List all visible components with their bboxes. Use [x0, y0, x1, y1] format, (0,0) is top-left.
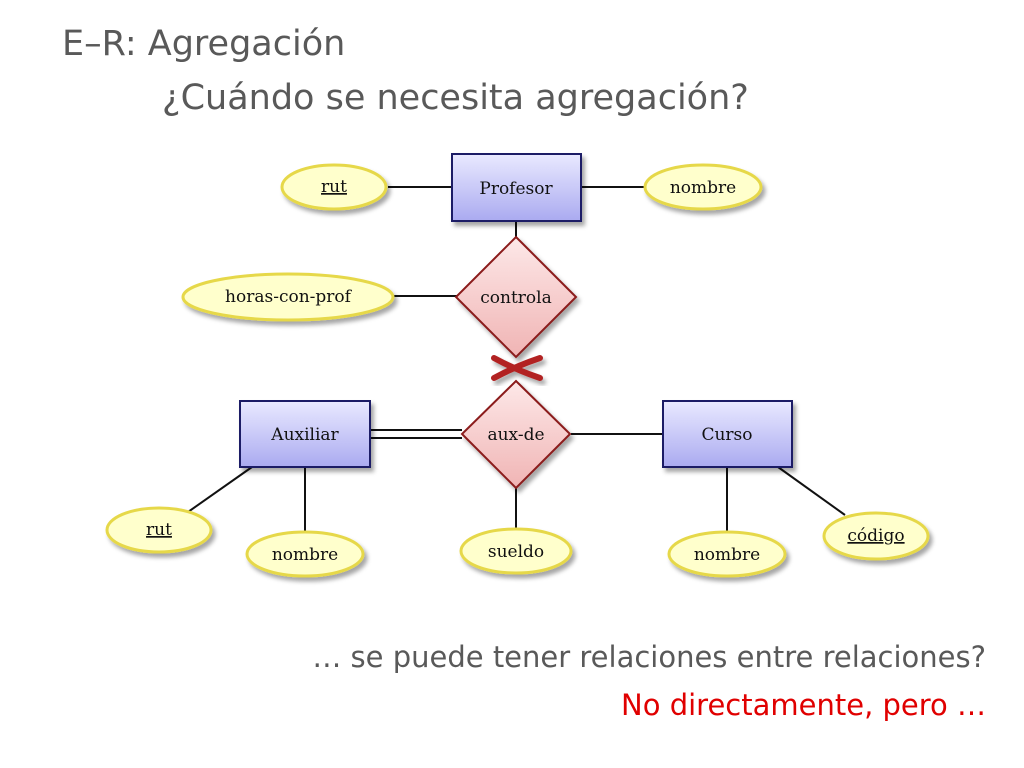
attribute-auxiliar-rut: rut	[105, 506, 213, 554]
attribute-curso-nombre-label: nombre	[694, 545, 760, 565]
attribute-sueldo: sueldo	[459, 527, 573, 575]
relation-controla: controla	[454, 235, 578, 359]
attribute-curso-codigo: código	[822, 511, 930, 561]
slide-answer: No directamente, pero …	[621, 688, 986, 722]
attribute-sueldo-label: sueldo	[488, 542, 544, 562]
attribute-curso-nombre: nombre	[667, 530, 787, 578]
entity-profesor: Profesor	[451, 153, 582, 222]
slide-question: … se puede tener relaciones entre relaci…	[312, 640, 986, 674]
slide-title: E–R: Agregación	[62, 24, 346, 64]
attribute-auxiliar-rut-label: rut	[146, 520, 172, 540]
attribute-curso-codigo-label: código	[847, 526, 904, 546]
attribute-horas-con-prof: horas-con-prof	[181, 272, 395, 322]
entity-curso: Curso	[662, 400, 793, 468]
entity-auxiliar-label: Auxiliar	[270, 425, 339, 445]
attribute-profesor-rut: rut	[280, 163, 388, 211]
slide-subtitle: ¿Cuándo se necesita agregación?	[162, 78, 749, 118]
x-mark-icon	[491, 355, 543, 381]
line-auxiliar-rut	[187, 466, 253, 513]
attribute-profesor-nombre: nombre	[643, 163, 763, 211]
relation-aux-de: aux-de	[460, 379, 572, 490]
line-curso-codigo	[777, 466, 846, 516]
entity-auxiliar: Auxiliar	[239, 400, 371, 468]
attribute-profesor-rut-label: rut	[321, 177, 347, 197]
connector-lines	[187, 186, 846, 533]
entity-curso-label: Curso	[701, 425, 752, 445]
attribute-auxiliar-nombre-label: nombre	[272, 545, 338, 565]
attribute-auxiliar-nombre: nombre	[245, 530, 365, 578]
relation-controla-label: controla	[480, 288, 551, 308]
relation-aux-de-label: aux-de	[487, 425, 544, 445]
attribute-horas-con-prof-label: horas-con-prof	[225, 287, 353, 307]
entity-profesor-label: Profesor	[479, 179, 553, 199]
attribute-profesor-nombre-label: nombre	[670, 178, 736, 198]
